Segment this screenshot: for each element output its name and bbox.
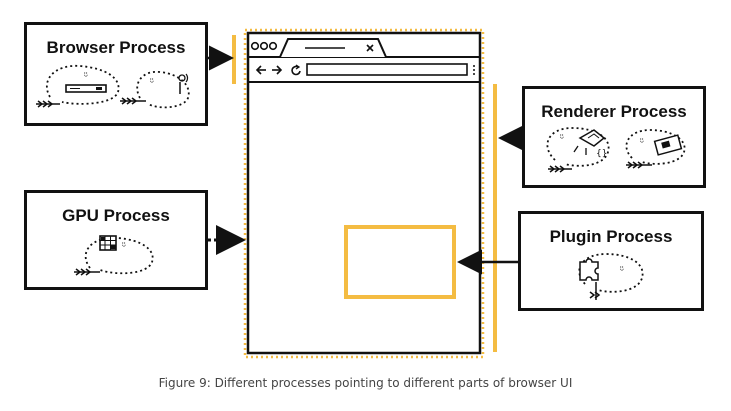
plugin-process-label: Plugin Process — [549, 227, 673, 246]
svg-text:ᵕ̈: ᵕ̈ — [640, 138, 644, 149]
window-controls — [250, 41, 278, 51]
menu-dots-icon[interactable] — [473, 65, 475, 75]
browser-process-box: Browser Process — [24, 22, 208, 126]
gpu-process-label: GPU Process — [62, 206, 170, 225]
back-arrow-icon[interactable] — [255, 65, 266, 75]
browser-process-label: Browser Process — [46, 38, 186, 57]
browser-window — [246, 31, 482, 355]
reload-icon[interactable] — [291, 64, 301, 76]
svg-text:ᵕ̈: ᵕ̈ — [122, 242, 126, 253]
svg-text:ᵕ̈: ᵕ̈ — [560, 134, 564, 145]
renderer-process-label: Renderer Process — [541, 102, 687, 121]
address-bar[interactable] — [306, 63, 468, 76]
forward-arrow-icon[interactable] — [272, 65, 283, 75]
browser-ui-highlight — [243, 28, 485, 359]
plugin-process-illustration: ᵕ̈ — [578, 253, 644, 300]
figure-caption: Figure 9: Different processes pointing t… — [158, 376, 573, 390]
svg-text:ᵕ̈: ᵕ̈ — [620, 266, 624, 277]
svg-text:{}: {} — [596, 149, 607, 159]
svg-text:ᵕ̈: ᵕ̈ — [84, 72, 88, 83]
renderer-process-illustration: {} ᵕ̈ ᵕ̈ — [546, 127, 686, 173]
svg-text:ᵕ̈: ᵕ̈ — [150, 78, 154, 89]
browser-process-illustration: ᵕ̈ ᵕ̈ — [36, 65, 190, 109]
plugin-area-highlight — [344, 225, 456, 299]
plugin-process-box: Plugin Process — [518, 211, 704, 311]
renderer-process-box: Renderer Process — [522, 86, 706, 188]
gpu-process-illustration: ᵕ̈ — [74, 235, 154, 276]
tab-close-icon[interactable] — [366, 44, 374, 52]
